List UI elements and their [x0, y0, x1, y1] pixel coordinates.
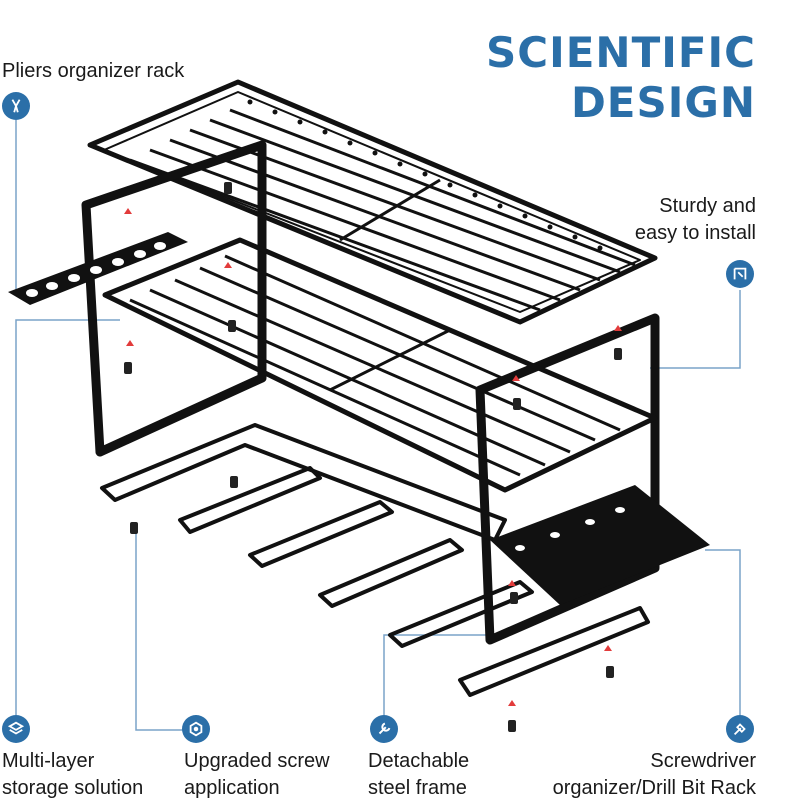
layers-icon [2, 715, 30, 743]
wall-mount-icon [726, 260, 754, 288]
pliers-rack [8, 232, 188, 305]
leader-line-install [650, 290, 741, 369]
leader-line-screwdriver [705, 549, 741, 715]
screw-icon [182, 715, 210, 743]
top-shelf-holes [247, 99, 603, 251]
wrench-icon [370, 715, 398, 743]
leader-lines [15, 120, 741, 731]
screw-arrows [124, 208, 622, 706]
feature-screwdriver-label: Screwdriver organizer/Drill Bit Rack [552, 750, 756, 799]
pliers-icon [2, 92, 30, 120]
feature-multilayer-label: Multi-layer storage solution [2, 750, 144, 799]
side-frames [81, 140, 660, 645]
headline-line-2: DESIGN [570, 78, 756, 127]
screwdriver-plate [490, 485, 710, 605]
leader-line-detachable [383, 634, 505, 715]
feature-pliers-label: Pliers organizer rack [2, 60, 185, 82]
leader-line-pliers [15, 120, 40, 291]
feature-screw-label: Upgraded screw application [184, 750, 330, 799]
headline: SCIENTIFIC DESIGN [486, 28, 756, 128]
drill-holder [100, 423, 650, 697]
headline-line-1: SCIENTIFIC [486, 28, 756, 77]
feature-install-label: Sturdy and easy to install [634, 195, 756, 244]
middle-shelf [102, 237, 658, 493]
feature-detachable-label: Detachable steel frame [368, 750, 470, 799]
screws [124, 182, 622, 732]
screwdriver-icon [726, 715, 754, 743]
top-shelf [87, 79, 658, 325]
leader-line-screw [135, 525, 197, 731]
leader-line-multilayer [15, 319, 120, 715]
